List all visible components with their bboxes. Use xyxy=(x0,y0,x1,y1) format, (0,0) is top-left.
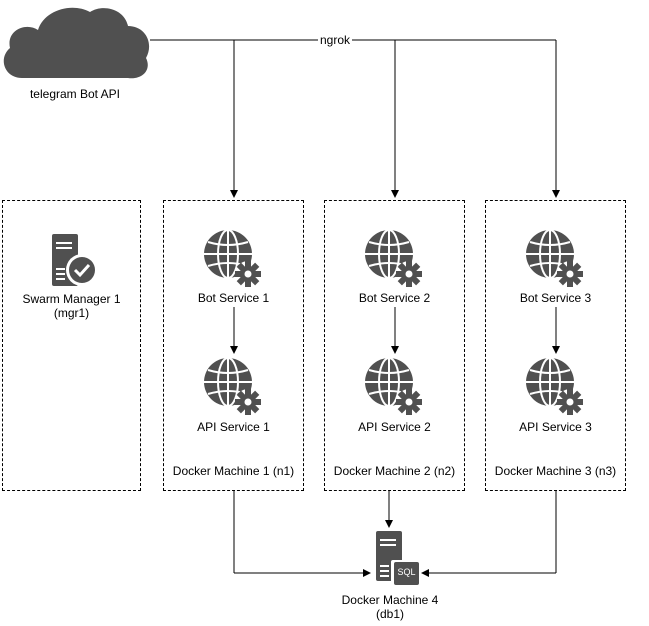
api-service-label: API Service 1 xyxy=(197,420,270,434)
docker-machine-label: Docker Machine 2 (n2) xyxy=(333,464,456,478)
ngrok-connector-lines xyxy=(150,39,560,198)
api-service-label: API Service 2 xyxy=(358,420,431,434)
docker-machine-3-box xyxy=(485,200,626,491)
swarm-manager-id: (mgr1) xyxy=(53,306,90,320)
database-server-icon xyxy=(376,531,420,586)
database-machine-id: (db1) xyxy=(375,607,404,621)
bot-service-label: Bot Service 2 xyxy=(358,291,431,305)
bot-api-arrows xyxy=(230,307,560,354)
server-check-icon xyxy=(52,234,98,286)
db-connector-lines xyxy=(233,491,557,577)
swarm-manager-title: Swarm Manager 1 xyxy=(22,292,121,306)
api-service-label: API Service 3 xyxy=(519,420,592,434)
database-machine-title: Docker Machine 4 xyxy=(341,593,439,607)
swarm-manager-box xyxy=(2,200,141,491)
bot-service-label: Bot Service 3 xyxy=(519,291,592,305)
ngrok-label: ngrok xyxy=(318,33,353,47)
docker-machine-2-box xyxy=(324,200,465,491)
bot-service-label: Bot Service 1 xyxy=(197,291,270,305)
docker-machine-label: Docker Machine 3 (n3) xyxy=(494,464,617,478)
docker-machine-label: Docker Machine 1 (n1) xyxy=(172,464,295,478)
cloud-label: telegram Bot API xyxy=(29,87,121,101)
sql-badge: SQL xyxy=(397,567,416,577)
cloud-icon xyxy=(3,7,150,79)
docker-machine-1-box xyxy=(163,200,304,491)
